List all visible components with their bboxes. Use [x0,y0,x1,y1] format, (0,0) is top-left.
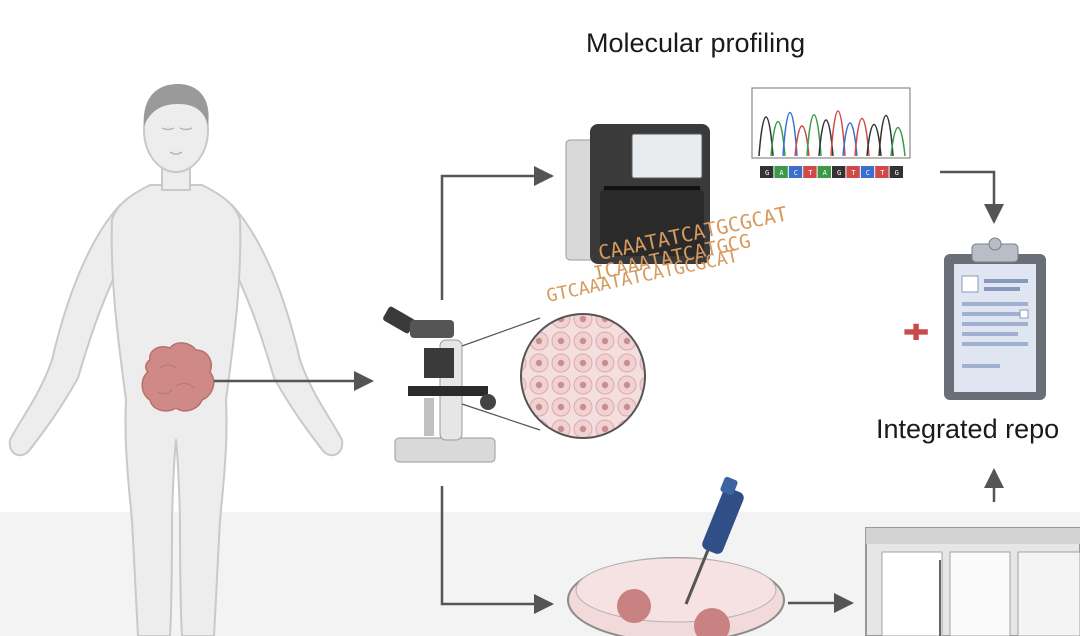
cell-magnification [520,313,646,439]
chromatogram-peak [830,110,846,157]
sequence-base-letter: G [765,169,769,177]
sequence-base-letter: C [794,169,798,177]
incubator-icon [865,527,1080,636]
sequencer-icon [565,124,710,264]
sequence-base-cell [788,166,803,178]
sequence-base-cell [760,166,774,178]
microscope-icon [383,306,496,463]
report-clipboard-icon [904,237,1046,400]
sequence-base-letter: A [823,169,828,177]
arrow-profiling-to-report [940,170,1004,224]
molecular-profiling-label: Molecular profiling [586,28,806,58]
pipette-icon [684,476,744,605]
sequence-base-cell [817,166,831,178]
sequence-base-letter: C [866,169,870,177]
tumor-icon [141,342,215,412]
arrow-microscope-to-sequencer [440,166,554,300]
sequence-base-letter: A [779,169,784,177]
sequence-base-letter: G [837,169,841,177]
sequence-base-letter: T [880,169,885,177]
sequence-base-letter: G [895,169,899,177]
chromatogram-peak [758,116,774,157]
sequence-base-cell [875,166,889,178]
sequence-base-cell [774,166,788,178]
arrow-microscope-to-culture [440,486,554,614]
sequence-base-cell [889,166,903,178]
zoom-line-bottom [461,403,541,431]
chromatogram-peak [806,114,822,157]
chromatogram-peak [878,115,894,157]
face [161,127,193,155]
sequence-base-cell [860,166,875,178]
human-figure [8,87,344,636]
zoom-line-top [461,317,541,347]
chromatogram-peak [854,118,870,157]
chromatogram-peak [782,111,798,157]
petri-dish-icon [567,557,785,636]
sequence-base-cell [803,166,817,178]
integrated-report-label: Integrated repo [876,414,1060,444]
chromatogram-peaks [758,110,906,157]
sequence-base-letter: T [851,169,856,177]
chromatogram-peak [890,126,906,157]
sequence-base-cell [846,166,860,178]
sequence-base-cell [832,166,846,178]
sequence-base-letter: T [808,169,813,177]
hair [143,84,209,126]
tumor-texture [157,364,195,395]
